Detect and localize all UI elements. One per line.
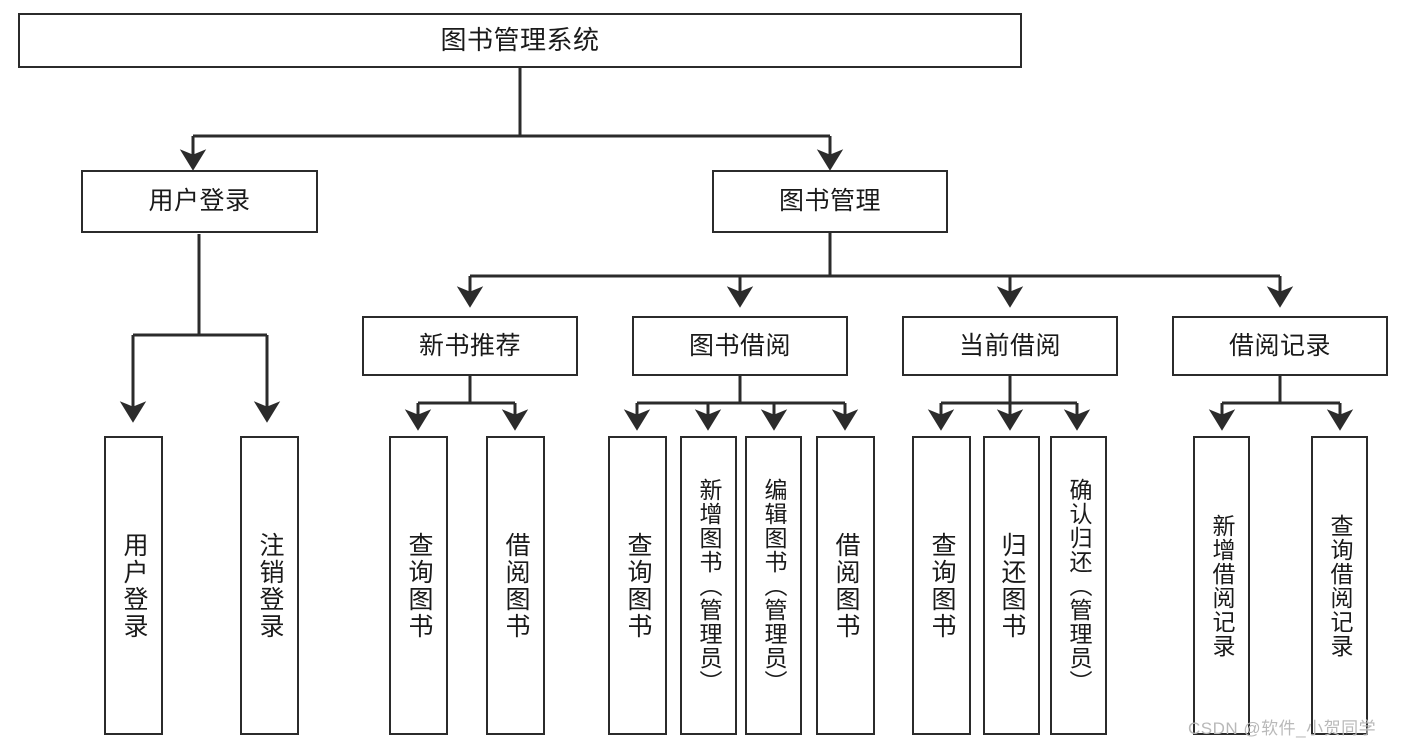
node-label: 编辑图书（管理员） — [761, 477, 787, 694]
leaf-book-borrow-borrow-book[interactable]: 借阅图书 — [816, 436, 875, 735]
node-label: 新书推荐 — [418, 331, 521, 360]
node-borrow-record[interactable]: 借阅记录 — [1172, 316, 1388, 376]
leaf-book-borrow-query-book[interactable]: 查询图书 — [608, 436, 667, 735]
node-label: 新增借阅记录 — [1209, 513, 1235, 658]
node-label: 当前借阅 — [958, 331, 1061, 360]
node-label: 图书借阅 — [688, 331, 791, 360]
node-root-book-management-system[interactable]: 图书管理系统 — [18, 13, 1022, 68]
node-label: 用户登录 — [148, 187, 251, 215]
node-label: 查询借阅记录 — [1327, 513, 1353, 658]
node-label: 确认归还（管理员） — [1066, 477, 1092, 694]
node-label: 图书管理 — [778, 187, 881, 215]
leaf-current-borrow-return-book[interactable]: 归还图书 — [983, 436, 1040, 735]
leaf-user-login-login[interactable]: 用户登录 — [104, 436, 163, 735]
node-label: 新增图书（管理员） — [696, 477, 722, 694]
node-label: 用户登录 — [120, 531, 148, 640]
leaf-book-borrow-add-book-admin[interactable]: 新增图书（管理员） — [680, 436, 737, 735]
leaf-new-book-borrow-book[interactable]: 借阅图书 — [486, 436, 545, 735]
leaf-current-borrow-query-book[interactable]: 查询图书 — [912, 436, 971, 735]
leaf-borrow-record-query-record[interactable]: 查询借阅记录 — [1311, 436, 1368, 735]
node-current-borrow[interactable]: 当前借阅 — [902, 316, 1118, 376]
node-label: 归还图书 — [998, 531, 1026, 640]
leaf-current-borrow-confirm-return-admin[interactable]: 确认归还（管理员） — [1050, 436, 1107, 735]
node-label: 借阅图书 — [502, 531, 530, 640]
node-book-management[interactable]: 图书管理 — [712, 170, 948, 233]
node-label: 查询图书 — [624, 531, 652, 640]
node-label: 借阅记录 — [1228, 331, 1331, 360]
node-label: 查询图书 — [928, 531, 956, 640]
node-new-book-recommend[interactable]: 新书推荐 — [362, 316, 578, 376]
node-label: 查询图书 — [405, 531, 433, 640]
node-label: 借阅图书 — [832, 531, 860, 640]
leaf-user-login-logout[interactable]: 注销登录 — [240, 436, 299, 735]
leaf-new-book-query-book[interactable]: 查询图书 — [389, 436, 448, 735]
leaf-borrow-record-add-record[interactable]: 新增借阅记录 — [1193, 436, 1250, 735]
node-user-login[interactable]: 用户登录 — [81, 170, 318, 233]
leaf-book-borrow-edit-book-admin[interactable]: 编辑图书（管理员） — [745, 436, 802, 735]
node-label: 注销登录 — [256, 531, 284, 640]
csdn-watermark: CSDN @软件_小贺同学 — [1188, 719, 1377, 738]
node-book-borrow[interactable]: 图书借阅 — [632, 316, 848, 376]
node-label: 图书管理系统 — [440, 25, 600, 56]
